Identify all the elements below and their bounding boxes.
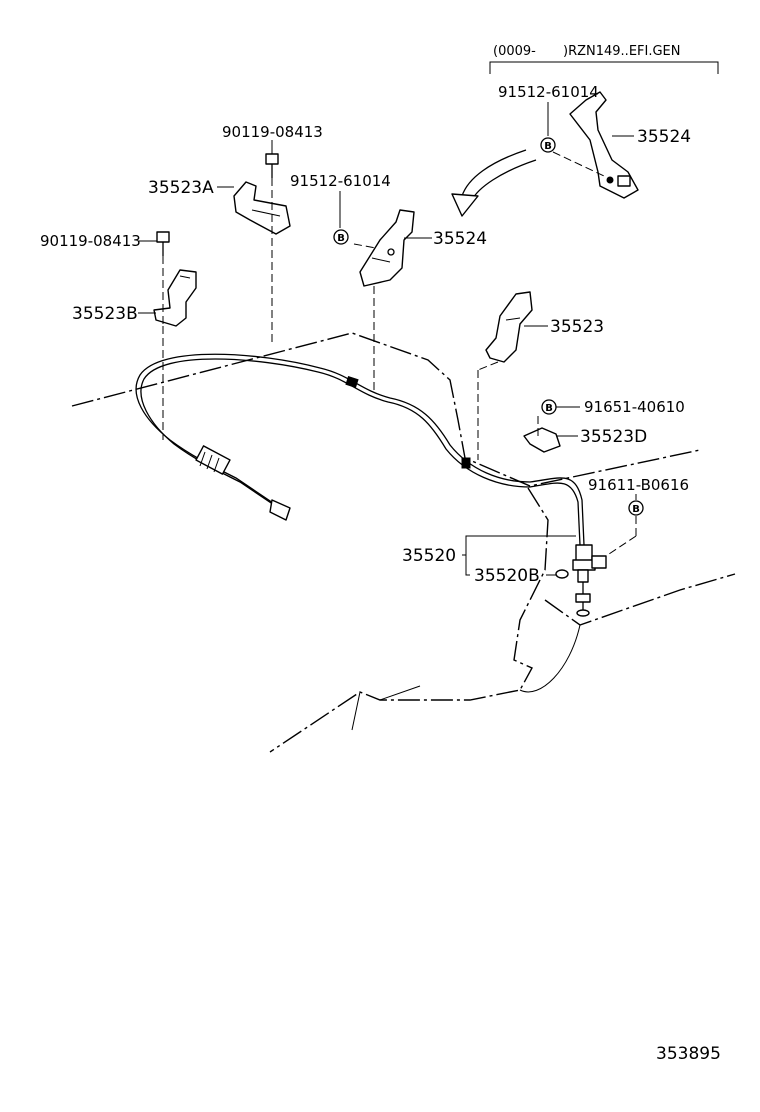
inset-arrow bbox=[451, 149, 537, 217]
label-clip-d: 35523D bbox=[580, 427, 647, 447]
badge-b-cable: B bbox=[628, 500, 644, 516]
badge-letter: B bbox=[544, 141, 552, 152]
label-bolt-left: 90119-08413 bbox=[40, 232, 141, 250]
label-bolt-upper: 90119-08413 bbox=[222, 123, 323, 141]
badge-b-bracket-main: B bbox=[333, 229, 349, 245]
clip-35523b bbox=[153, 269, 197, 327]
label-cable-assy: 35520 bbox=[402, 546, 456, 566]
clip-35523a bbox=[233, 181, 291, 235]
applicability-model: )RZN149..EFI.GEN bbox=[563, 44, 680, 59]
label-cable-sub: 35520B bbox=[474, 566, 540, 586]
illustration-number: 353895 bbox=[656, 1044, 721, 1064]
bracket-35524-upper bbox=[569, 91, 639, 199]
label-clip: 35523 bbox=[550, 317, 604, 337]
label-bracket-upper: 35524 bbox=[637, 127, 691, 147]
bracket-35524-main bbox=[359, 209, 415, 287]
label-clip-b: 35523B bbox=[72, 304, 138, 324]
badge-letter: B bbox=[632, 504, 640, 515]
clip-35520b bbox=[555, 569, 569, 579]
label-clip-a: 35523A bbox=[148, 178, 214, 198]
clip-35523 bbox=[485, 291, 533, 363]
bolt-90119-left bbox=[156, 231, 170, 256]
applicability-bracket bbox=[489, 61, 719, 74]
applicability-date: (0009- bbox=[493, 44, 536, 59]
leader-lines bbox=[138, 102, 637, 576]
label-bolt-bracket-main: 91512-61014 bbox=[290, 172, 391, 190]
reference-lines bbox=[162, 151, 637, 557]
badge-letter: B bbox=[545, 403, 553, 414]
vehicle-body-outline bbox=[71, 332, 736, 753]
label-bolt-cable: 91611-B0616 bbox=[588, 476, 689, 494]
badge-letter: B bbox=[337, 233, 345, 244]
label-bolt-bracket-upper: 91512-61014 bbox=[498, 83, 599, 101]
label-bracket-main: 35524 bbox=[433, 229, 487, 249]
bolt-90119-upper bbox=[265, 153, 279, 178]
control-cable bbox=[135, 353, 607, 617]
badge-b-clip-d: B bbox=[541, 399, 557, 415]
label-bolt-clip-d: 91651-40610 bbox=[584, 398, 685, 416]
badge-b-bracket-upper: B bbox=[540, 137, 556, 153]
clip-35523d bbox=[523, 427, 561, 453]
